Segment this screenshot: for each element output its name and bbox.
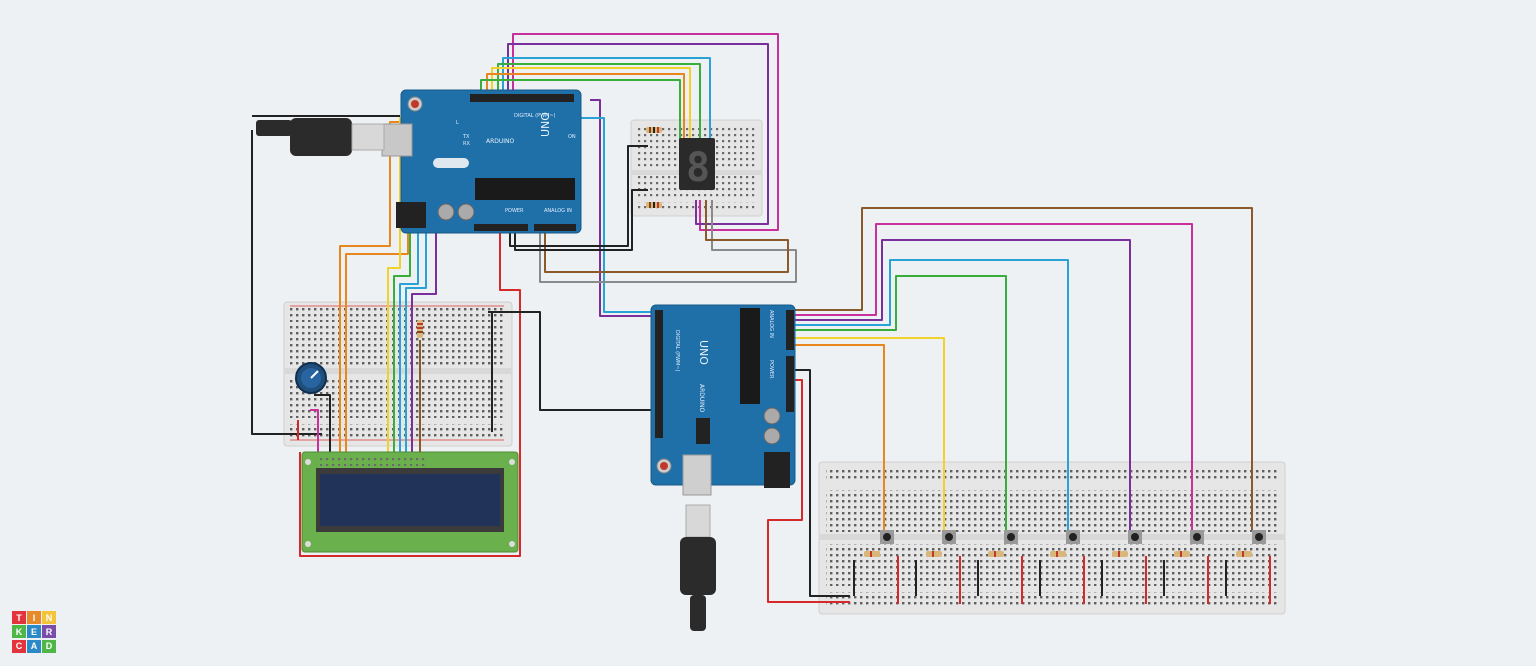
push-button-7[interactable] xyxy=(1252,530,1266,544)
arduino-top-digital-header: DIGITAL (PWM~) xyxy=(514,113,556,119)
push-button-6[interactable] xyxy=(1190,530,1204,544)
resistor-7seg-top[interactable] xyxy=(646,127,662,133)
push-button-2[interactable] xyxy=(942,530,956,544)
arduino-top-tx: TX xyxy=(462,134,470,140)
arduino-top-analog-header: ANALOG IN xyxy=(544,208,572,214)
resistor-7seg-bottom[interactable] xyxy=(646,202,662,208)
logo-letter: D xyxy=(42,639,56,653)
logo-letter: N xyxy=(42,611,56,624)
push-button-5[interactable] xyxy=(1128,530,1142,544)
resistor-lcd[interactable] xyxy=(417,320,423,338)
arduino-bottom-analog-header: ANALOG IN xyxy=(768,310,774,338)
push-button-3[interactable] xyxy=(1004,530,1018,544)
logo-letter: I xyxy=(27,611,41,624)
arduino-top-on: ON xyxy=(568,134,576,140)
potentiometer[interactable] xyxy=(295,362,327,394)
arduino-top-brand: ARDUINO xyxy=(486,138,515,145)
usb-cable-bottom[interactable] xyxy=(680,504,716,631)
arduino-top-power-header: POWER xyxy=(505,208,524,214)
tinkercad-logo: T I N K E R C A D xyxy=(12,611,56,653)
push-button-1[interactable] xyxy=(880,530,894,544)
arduino-bottom-digital-header: DIGITAL (PWM~) xyxy=(674,330,680,372)
logo-letter: A xyxy=(27,639,41,653)
arduino-top-rx: RX xyxy=(463,141,470,147)
arduino-top-model: UNO xyxy=(539,112,552,137)
arduino-uno-top[interactable]: UNO ARDUINO DIGITAL (PWM~) POWER ANALOG … xyxy=(381,89,582,234)
pull-down-resistors[interactable] xyxy=(864,551,1252,557)
logo-letter: E xyxy=(27,625,41,639)
seven-segment-display[interactable]: 8 xyxy=(679,138,715,191)
arduino-bottom-brand: ARDUINO xyxy=(698,384,705,413)
arduino-bottom-power-header: POWER xyxy=(768,360,774,379)
arduino-bottom-model: UNO xyxy=(697,340,710,365)
push-button-4[interactable] xyxy=(1066,530,1080,544)
usb-cable-top[interactable] xyxy=(256,118,385,156)
logo-letter: C xyxy=(12,639,26,653)
arduino-uno-bottom[interactable]: UNO ARDUINO DIGITAL (PWM~) POWER ANALOG … xyxy=(650,304,796,496)
logo-letter: R xyxy=(42,625,56,639)
lcd-16x2[interactable] xyxy=(301,451,519,553)
logo-letter: T xyxy=(12,611,26,624)
arduino-top-l: L xyxy=(456,120,459,126)
seven-segment-digit: 8 xyxy=(686,145,710,191)
logo-letter: K xyxy=(12,625,26,639)
